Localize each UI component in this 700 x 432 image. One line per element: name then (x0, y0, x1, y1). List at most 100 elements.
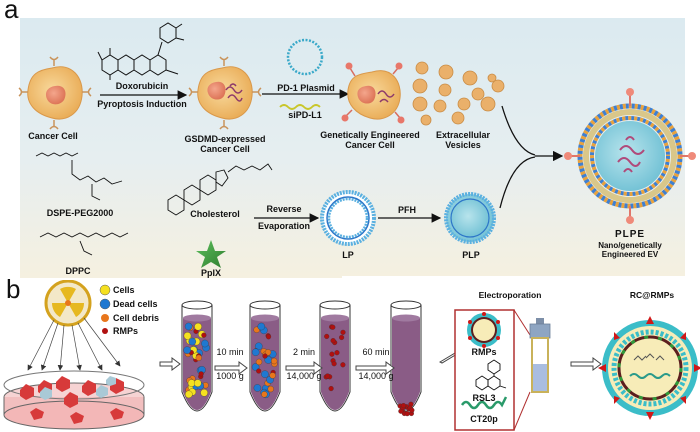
tube-after-1000g (249, 300, 281, 412)
extracellular-vesicles-icon (412, 61, 505, 126)
label-gsdmd-line1: GSDMD-expressed (184, 134, 266, 144)
label-doxorubicin: Doxorubicin (115, 81, 169, 91)
particle (251, 348, 260, 356)
label-dppc: DPPC (65, 266, 91, 276)
step-arrows (214, 361, 395, 375)
particle (201, 339, 209, 348)
particle (194, 322, 202, 331)
particle (193, 379, 202, 387)
rmp-pellet-particle (400, 403, 407, 409)
particle (331, 361, 337, 367)
particle (200, 389, 208, 397)
step3-time: 60 min (362, 347, 390, 357)
particle (195, 354, 202, 361)
step1-time: 10 min (216, 347, 244, 357)
product-label: RC@RMPs (629, 290, 675, 300)
particle (257, 322, 266, 331)
particle (340, 362, 346, 368)
particle (261, 370, 269, 378)
label-plpe-line1: Nano/genetically (598, 241, 662, 250)
tube-after-14000g-2min (319, 300, 351, 412)
sipd-l1-icon (279, 104, 321, 110)
rsl3-structure-icon (475, 359, 507, 391)
panel-a-diagram (18, 18, 696, 278)
tube-lysate (181, 300, 213, 412)
legend-label-dead-cells: Dead cells (113, 299, 158, 309)
petri-dish-icon (3, 370, 145, 430)
panel-b-letter: b (6, 274, 21, 304)
legend-label-cells: Cells (113, 285, 135, 295)
particle (201, 332, 207, 338)
gsdmd-cell-icon (188, 56, 262, 130)
rmp-pellet-particle (409, 407, 415, 413)
box-label-rmps: RMPs (471, 347, 497, 357)
label-plpe: PLPE (614, 229, 646, 240)
engineered-cell-icon (341, 62, 405, 124)
particle (262, 353, 268, 359)
rc-rmps-icon (598, 316, 700, 420)
particle (264, 349, 272, 356)
particle (328, 385, 334, 392)
particle (269, 372, 276, 379)
label-ev-line1: Extracellular (435, 130, 491, 140)
panel-a-letter: a (4, 0, 19, 24)
step2-force: 14,000 g (286, 371, 322, 381)
particle (329, 351, 335, 357)
label-gsdmd-line2: Cancer Cell (200, 144, 250, 154)
merge-curve-bottom (499, 156, 536, 209)
tube-rmp-pellet (390, 300, 422, 417)
particle (183, 346, 191, 354)
rmp-pellet-particle (404, 411, 410, 417)
particle (324, 373, 331, 379)
particle (254, 342, 263, 351)
electroporation-title: Electroporation (478, 290, 542, 300)
particle (183, 332, 192, 340)
label-engineered-line1: Genetically Engineered (320, 130, 420, 140)
panel-b-diagram (3, 280, 700, 431)
ppix-star-icon (196, 240, 226, 268)
label-pyroptosis-induction: Pyroptosis Induction (97, 99, 187, 109)
label-reverse: Reverse (266, 204, 302, 214)
particle (184, 322, 193, 331)
radiation-icon (44, 280, 92, 327)
label-plpe-line2: Engineered EV (601, 250, 659, 259)
particle (188, 337, 197, 346)
cancer-cell-icon (18, 56, 92, 130)
particle (330, 338, 336, 344)
label-cholesterol: Cholesterol (190, 209, 240, 219)
label-ev-line2: Vesicles (445, 140, 481, 150)
label-lp: LP (342, 250, 354, 260)
label-pd1-plasmid: PD-1 Plasmid (277, 83, 335, 93)
particle (251, 363, 260, 371)
cuvette-icon (529, 318, 551, 393)
legend-swatch-rmps (102, 328, 108, 334)
legend (99, 284, 111, 334)
particle (271, 357, 278, 365)
lp-liposome-icon (320, 190, 376, 246)
legend-swatch-cell-debris (101, 314, 109, 322)
particle (253, 384, 262, 392)
dspe-peg2000-structure-icon (35, 152, 123, 201)
plp-liposome-icon (444, 192, 496, 244)
particle (198, 371, 204, 377)
step1-force: 1000 g (216, 371, 244, 381)
plpe-vesicle-icon (564, 88, 696, 224)
legend-swatch-dead-cells (99, 298, 111, 310)
label-cancer-cell: Cancer Cell (28, 131, 78, 141)
legend-swatch-cells (99, 284, 111, 296)
box-label-rsl3: RSL3 (472, 393, 496, 403)
step2-time: 2 min (292, 347, 315, 357)
label-plp: PLP (462, 250, 480, 260)
legend-label-rmps: RMPs (113, 326, 139, 336)
particle (267, 385, 274, 393)
ct20p-helix-icon (460, 396, 508, 410)
legend-label-cell-debris: Cell debris (113, 313, 160, 323)
cholesterol-structure-icon (167, 163, 273, 216)
box-label-ct20p: CT20p (470, 414, 498, 424)
particle (265, 334, 272, 340)
step3-force: 14,000 g (358, 371, 394, 381)
dppc-structure-icon (39, 232, 129, 256)
particle (255, 358, 263, 366)
rmps-icon (467, 312, 501, 348)
particle (256, 368, 262, 374)
